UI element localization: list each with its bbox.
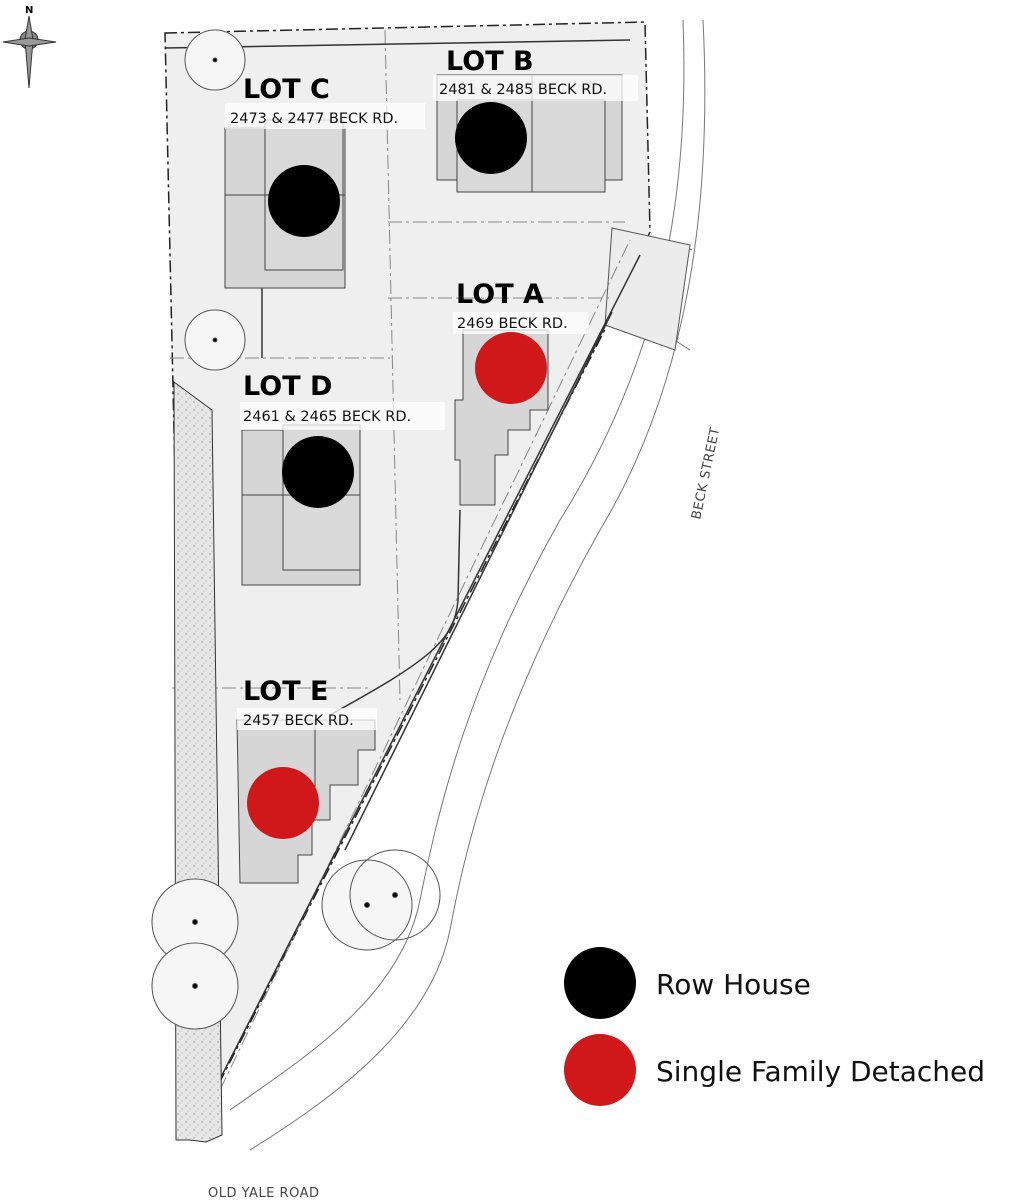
legend-single-family-swatch (564, 1034, 636, 1106)
lot-c-title: LOT C (243, 74, 330, 105)
lot-c-marker (268, 165, 340, 237)
north-label: N (25, 5, 33, 16)
lot-d-marker (282, 436, 354, 508)
lot-e-address: 2457 BECK RD. (243, 713, 354, 729)
lot-b-address: 2481 & 2485 BECK RD. (439, 82, 607, 98)
lot-b-marker (455, 102, 527, 174)
lot-e-title: LOT E (243, 676, 328, 707)
lot-d-title: LOT D (243, 371, 332, 402)
lot-a-title: LOT A (456, 279, 544, 310)
lot-a-marker (475, 332, 547, 404)
curb-lines (164, 39, 641, 1139)
tree-icons (151, 29, 441, 1030)
legend-single-family-label: Single Family Detached (656, 1055, 985, 1088)
legend: Row House Single Family Detached (564, 947, 985, 1106)
lot-d-address: 2461 & 2465 BECK RD. (243, 409, 411, 425)
legend-row-house-swatch (564, 947, 636, 1019)
lot-e-marker (247, 767, 319, 839)
lot-b-title: LOT B (446, 46, 534, 77)
legend-row-house-label: Row House (656, 968, 811, 1001)
lot-a-address: 2469 BECK RD. (457, 316, 568, 332)
old-yale-road-label: OLD YALE ROAD (208, 1186, 319, 1200)
lot-c-address: 2473 & 2477 BECK RD. (230, 111, 398, 127)
beck-street-label: BECK STREET (689, 426, 723, 521)
compass-rose-icon: N (2, 5, 57, 89)
